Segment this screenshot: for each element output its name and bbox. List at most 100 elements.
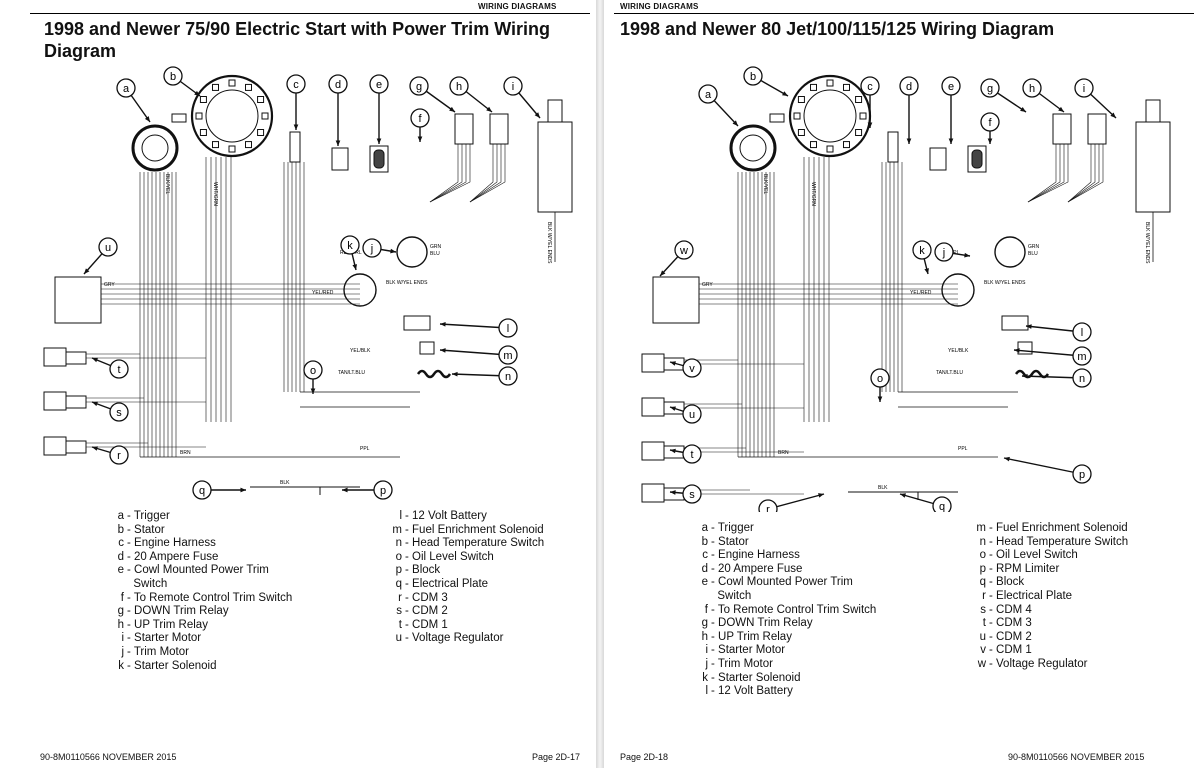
callout-letter: f <box>418 113 422 125</box>
callout-circle <box>934 242 954 262</box>
wire-label: YEL/RED <box>910 290 932 296</box>
stator-pole <box>797 96 805 103</box>
callout-letter: f <box>988 117 992 129</box>
callout-letter: i <box>512 81 514 93</box>
legend-key: l <box>399 510 402 522</box>
legend-key: s <box>396 605 402 618</box>
arrow-head <box>670 490 676 495</box>
switch-rocker <box>971 149 983 169</box>
legend-item: o- Oil Level Switch <box>390 551 544 565</box>
arrow-head <box>1020 106 1026 112</box>
legend-text: - Trigger <box>711 522 754 534</box>
battery <box>403 315 431 331</box>
wire <box>1067 144 1096 203</box>
legend-item: p- Block <box>390 564 544 578</box>
legend-text: - Electrical Plate <box>405 577 489 590</box>
legend-item: g- DOWN Trim Relay <box>112 605 292 619</box>
wire-label: PPL <box>360 446 370 452</box>
callout-circle <box>682 484 702 504</box>
wire-label: GRY <box>702 282 713 288</box>
arrow-head <box>732 120 738 126</box>
callout-letter: u <box>105 242 111 254</box>
arrow-head <box>964 252 970 258</box>
callout-letter: q <box>199 485 205 497</box>
up-trim-relay <box>489 113 509 145</box>
wire-label: YEL/RED <box>312 290 334 296</box>
legend-key: v <box>980 644 986 657</box>
callout-letter: w <box>679 245 688 257</box>
stator-pole <box>228 79 236 87</box>
callout-circle <box>912 240 932 260</box>
cdm-module-body <box>65 351 87 365</box>
legend-text: - CDM 4 <box>989 603 1032 616</box>
callout-letter: i <box>1083 83 1085 95</box>
wire-label: BLK <box>280 480 290 486</box>
stator-pole <box>212 141 219 149</box>
wire <box>469 144 506 203</box>
callout-circle <box>498 318 518 338</box>
legend-key: p <box>395 564 402 577</box>
legend-key: g <box>117 605 124 618</box>
callout-circle <box>328 74 348 94</box>
callout-letter: o <box>310 365 316 377</box>
legend-item: k- Starter Solenoid <box>112 660 292 674</box>
arrow-head <box>335 140 341 146</box>
stator-inner <box>803 89 857 143</box>
callout-circle <box>870 368 890 388</box>
callout-circle <box>980 78 1000 98</box>
wire <box>1027 144 1061 203</box>
cdm-module <box>43 391 67 411</box>
stator-pole <box>793 112 801 120</box>
legend-item: l- 12 Volt Battery <box>696 685 876 699</box>
stator-pole <box>257 96 265 103</box>
legend-item: r- Electrical Plate <box>974 590 1128 604</box>
arrow-head <box>818 493 824 498</box>
legend-item: j- Trim Motor <box>112 646 292 660</box>
callout-letter: h <box>1029 83 1035 95</box>
legend-text: - CDM 1 <box>989 644 1032 657</box>
stator-pole <box>855 96 863 103</box>
wire-label: GRN <box>1028 244 1040 250</box>
legend-key: c <box>702 549 708 562</box>
legend-item: l- 12 Volt Battery <box>390 510 544 524</box>
callout-circle <box>109 359 129 379</box>
callout-circle <box>698 84 718 104</box>
legend-item: t- CDM 1 <box>390 619 544 633</box>
wire <box>469 144 494 203</box>
arrow-head <box>417 136 423 142</box>
document-number: 90-8M0110566 NOVEMBER 2015 <box>1008 752 1145 762</box>
callout-circle <box>410 108 430 128</box>
wire-label: BLK W/YEL ENDS <box>386 280 428 286</box>
legend-key: a <box>117 510 124 522</box>
stator-pole <box>257 129 265 136</box>
callout-circle <box>1072 368 1092 388</box>
title-line-2: Diagram <box>44 41 117 61</box>
legend-key: g <box>701 617 708 630</box>
legend-item: k- Starter Solenoid <box>696 672 876 686</box>
legend-key: k <box>118 659 124 672</box>
stator-pole <box>261 112 269 120</box>
legend-text: - UP Trim Relay <box>711 630 792 643</box>
arrow-head <box>1026 324 1032 329</box>
legend-item: a- Trigger <box>112 510 292 524</box>
legend-item: r- CDM 3 <box>390 592 544 606</box>
callout-letter: e <box>376 79 382 91</box>
legend-item: f- To Remote Control Trim Switch <box>112 592 293 606</box>
legend-text: - Cowl Mounted Power Trim <box>711 576 853 589</box>
legend-key: b <box>117 523 124 536</box>
wire-label: BLK <box>878 485 888 491</box>
legend-item: g- DOWN Trim Relay <box>696 617 876 631</box>
callout-circle <box>498 366 518 386</box>
legend-text: - Head Temperature Switch <box>405 537 545 550</box>
title-line-1: 1998 and Newer 75/90 Electric Start with… <box>44 19 551 39</box>
legend-key: b <box>701 535 708 548</box>
callout-circle <box>362 238 382 258</box>
wire-label: BLK W/YEL ENDS <box>1144 222 1150 264</box>
legend-key: q <box>979 576 986 589</box>
callout-letter: n <box>505 371 511 383</box>
legend-item: a- Trigger <box>696 522 876 536</box>
legend-item: d- 20 Ampere Fuse <box>696 563 876 577</box>
legend-key: d <box>117 550 124 563</box>
legend-item: h- UP Trim Relay <box>112 619 292 633</box>
callout-letter: p <box>380 485 386 497</box>
